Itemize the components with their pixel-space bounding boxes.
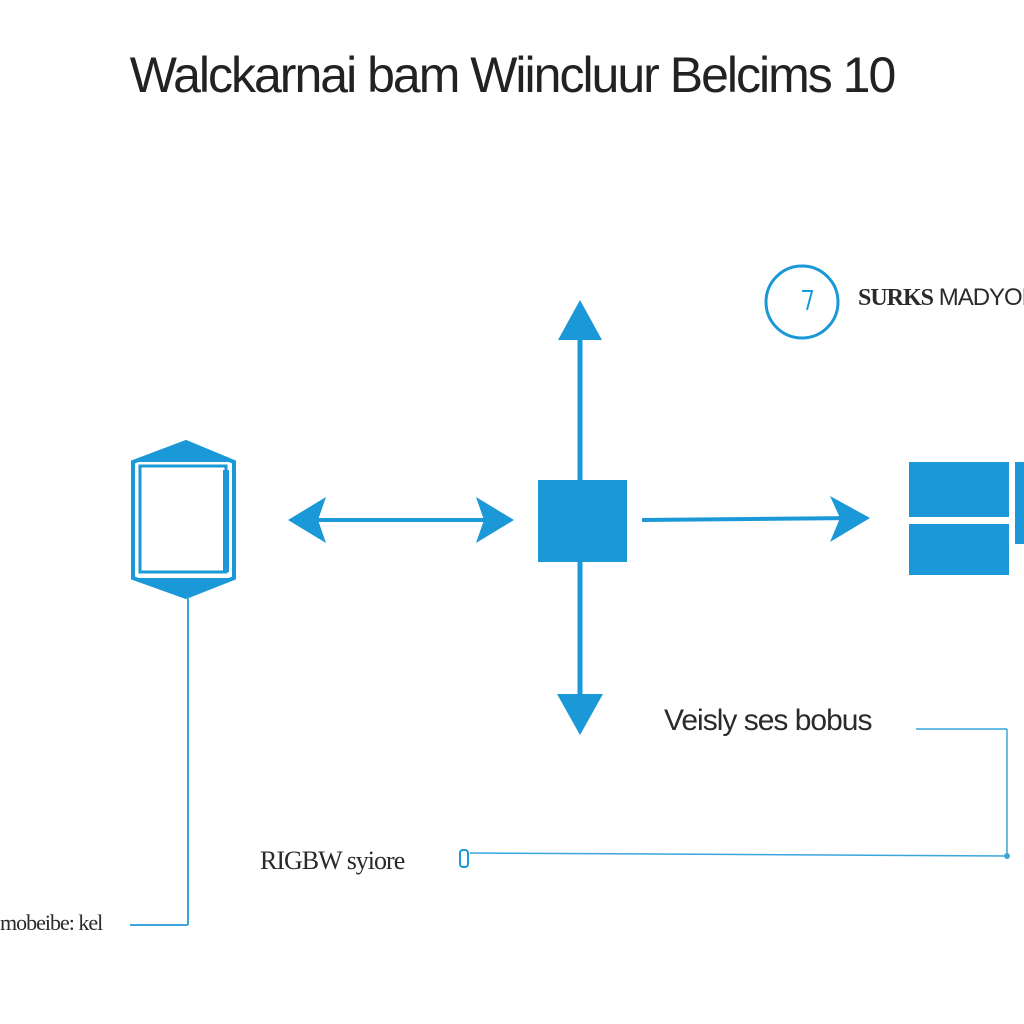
connector-left [130, 597, 189, 926]
review-label: RIGBW syiore [260, 846, 405, 875]
status-label: SURKS MADYOR [858, 284, 1024, 312]
vertical-arrow-down [557, 562, 603, 735]
document-book-icon[interactable] [131, 439, 236, 600]
clock-icon [764, 264, 840, 340]
diagram-title: Walckarnai bam Wiincluur Belcims 10 [129, 47, 897, 103]
connector-right [459, 728, 1010, 868]
square-block-icon[interactable] [538, 480, 627, 562]
bottom-label: mobeibe: kel [0, 910, 103, 935]
bidirectional-arrow [288, 497, 514, 543]
stacked-window-icon[interactable] [909, 462, 1024, 575]
status-label-suffix: MADYOR [938, 284, 1024, 311]
verify-label: Veisly ses bobus [664, 704, 872, 737]
status-label-main: SURKS [858, 285, 934, 311]
vertical-arrow-up [558, 300, 602, 480]
right-arrow [641, 496, 870, 542]
connector-handle[interactable] [459, 849, 469, 868]
